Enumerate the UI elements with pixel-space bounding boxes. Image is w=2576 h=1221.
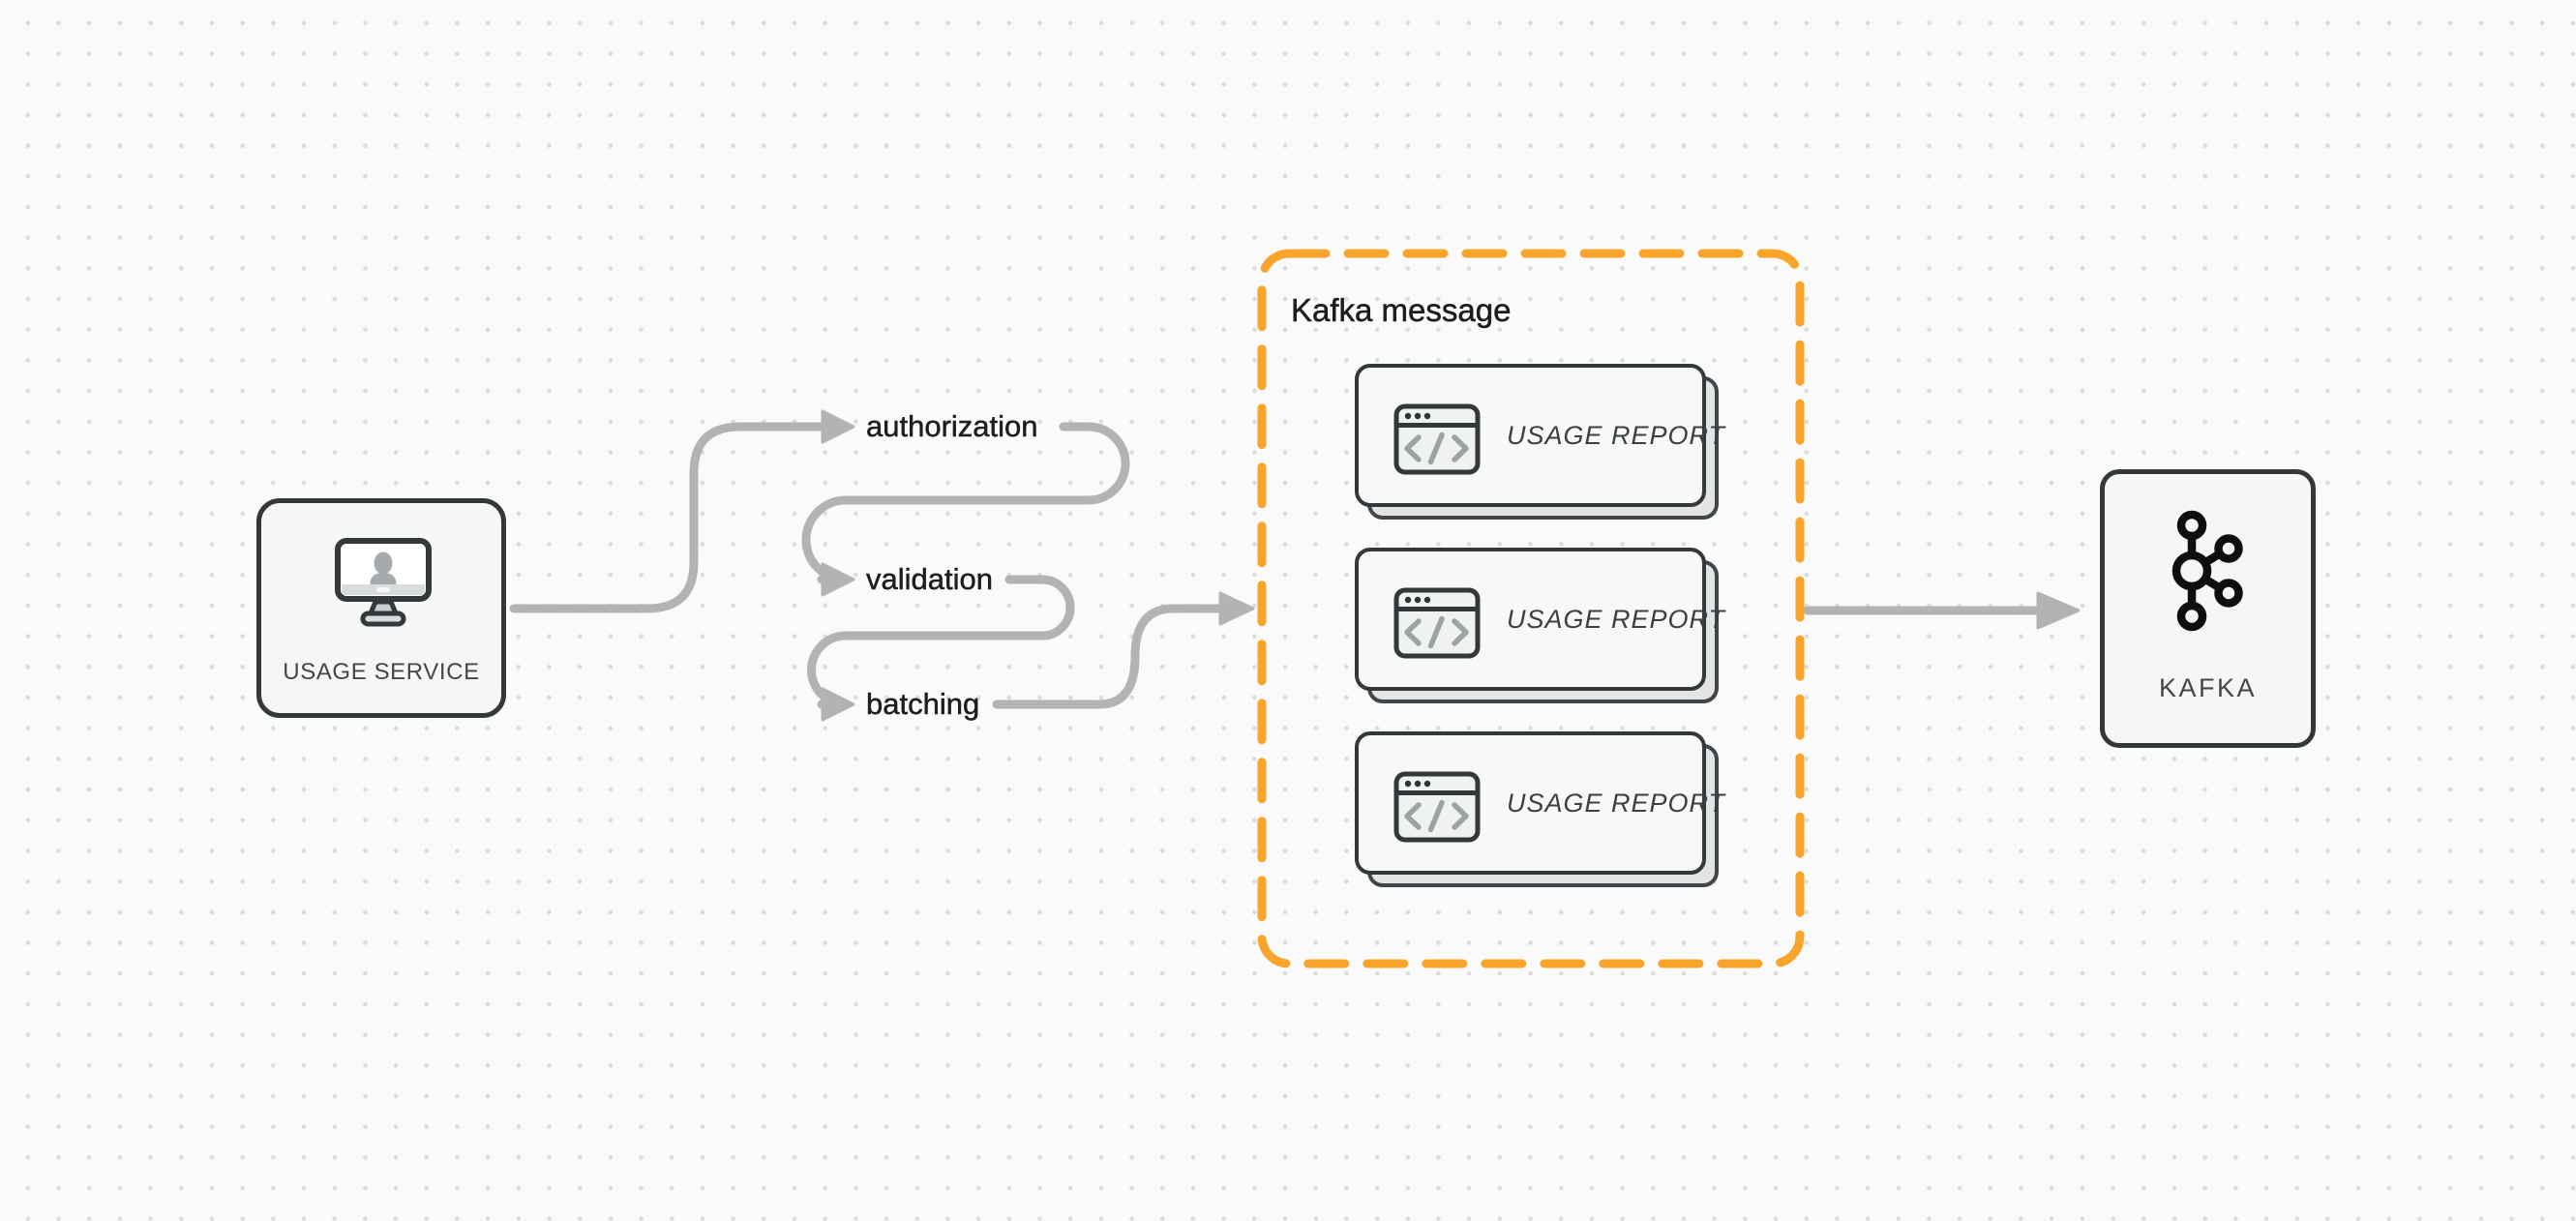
window-dot xyxy=(1423,412,1431,420)
window-dot xyxy=(1423,780,1431,788)
monitor-stand-base xyxy=(360,610,406,627)
window-dot xyxy=(1414,412,1422,420)
window-dot xyxy=(1404,412,1412,420)
window-dot xyxy=(1423,596,1431,604)
window-dot xyxy=(1414,596,1422,604)
code-chevron-left xyxy=(1404,802,1422,830)
code-slash xyxy=(1427,615,1445,649)
code-chevron-right xyxy=(1452,618,1469,646)
code-slash xyxy=(1427,432,1445,465)
usage-service-node[interactable]: USAGE SERVICE xyxy=(256,498,506,718)
kafka-message-title: Kafka message xyxy=(1291,292,1512,329)
connector-service-to-authorization xyxy=(509,422,826,613)
person-head xyxy=(374,551,393,575)
window-dot xyxy=(1404,780,1412,788)
usage-report-card[interactable]: USAGE REPORT xyxy=(1355,731,1724,887)
arrowhead-kafka-message xyxy=(1218,591,1255,626)
usage-report-label: USAGE REPORT xyxy=(1507,788,1726,818)
usage-report-card[interactable]: USAGE REPORT xyxy=(1355,548,1724,703)
arrowhead-batching xyxy=(821,687,855,722)
connector-authorization-to-validation xyxy=(801,422,1130,584)
usage-report-label: USAGE REPORT xyxy=(1507,420,1726,450)
code-chevron-left xyxy=(1404,434,1422,462)
connector-batching-to-kafka-message xyxy=(992,604,1224,709)
connector-validation-to-batching xyxy=(807,575,1075,709)
kafka-message-group[interactable]: Kafka message USAGE REPORT xyxy=(1256,249,1808,972)
window-dot xyxy=(1414,780,1422,788)
card-face: USAGE REPORT xyxy=(1355,548,1724,691)
kafka-message-dashed-border xyxy=(1257,249,1805,968)
person-shoulders xyxy=(370,573,397,584)
code-chevron-right xyxy=(1452,802,1469,830)
step-batching[interactable]: batching xyxy=(866,687,980,722)
card-face: USAGE REPORT xyxy=(1355,731,1724,875)
step-validation[interactable]: validation xyxy=(866,562,993,597)
usage-report-card[interactable]: USAGE REPORT xyxy=(1355,364,1724,520)
code-window-icon xyxy=(1393,771,1481,843)
code-slash xyxy=(1427,799,1445,833)
usage-report-label: USAGE REPORT xyxy=(1507,604,1726,634)
monitor-user-icon xyxy=(335,538,432,627)
monitor-notch xyxy=(376,587,390,592)
kafka-node[interactable]: KAFKA xyxy=(2100,469,2316,748)
arrowhead-validation xyxy=(821,562,855,597)
code-chevron-left xyxy=(1404,618,1422,646)
code-window-icon xyxy=(1393,403,1481,475)
arrowhead-kafka xyxy=(2036,591,2081,630)
usage-service-label: USAGE SERVICE xyxy=(283,659,480,685)
kafka-label: KAFKA xyxy=(2158,673,2258,702)
card-face: USAGE REPORT xyxy=(1355,364,1724,507)
step-authorization[interactable]: authorization xyxy=(866,409,1038,444)
kafka-logo-icon xyxy=(2172,510,2243,632)
arrowhead-authorization xyxy=(821,409,855,444)
window-dot xyxy=(1404,596,1412,604)
code-chevron-right xyxy=(1452,434,1469,462)
code-window-icon xyxy=(1393,587,1481,659)
